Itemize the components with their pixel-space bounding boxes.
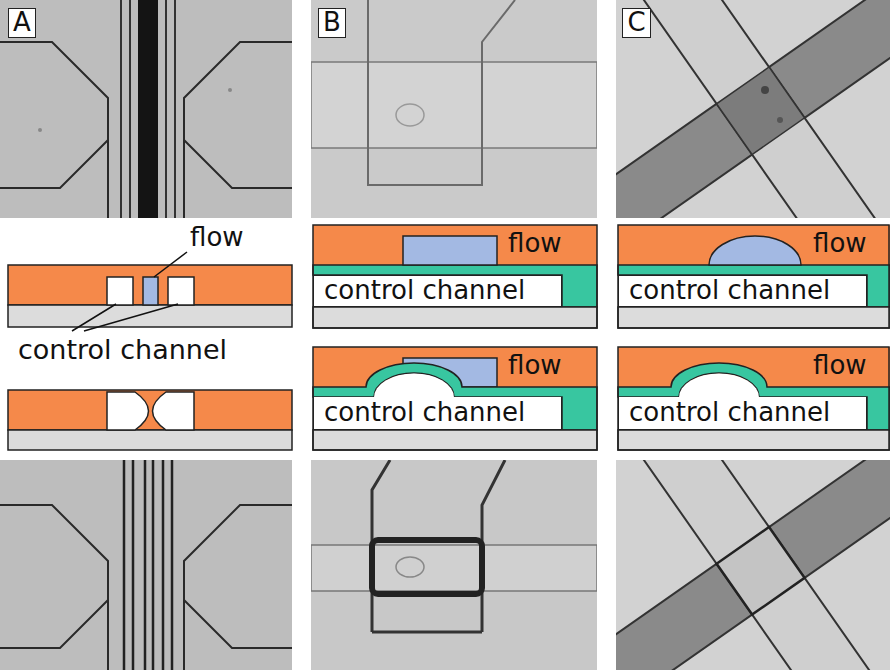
cross-section-closed-part [8, 430, 292, 450]
cross-section-open-part [618, 225, 890, 265]
cross-section-open [313, 225, 597, 328]
leader-line [72, 304, 178, 331]
micrograph-open-part [0, 42, 108, 218]
cross-section-closed-part [8, 390, 292, 430]
micrograph-open-part [368, 0, 515, 185]
cross-section-closed-part [313, 347, 597, 450]
cross-section-closed [8, 390, 292, 450]
cross-section-open-part [313, 307, 597, 328]
micrograph-open [0, 0, 292, 218]
micrograph-closed-part [0, 460, 292, 670]
control-channel: control channel [313, 397, 562, 430]
micrograph-closed-part [616, 460, 890, 670]
cross-section-closed-part [679, 374, 759, 398]
micrograph-open-part [616, 0, 890, 218]
flow-label: flow [508, 350, 562, 380]
panel-letter-box: B [318, 8, 346, 38]
cross-section-open-part [8, 305, 292, 327]
cross-section-open-part [709, 236, 801, 265]
flow-label: flow [813, 228, 867, 258]
micrograph-open-part [396, 104, 424, 126]
micrograph-open-part [38, 128, 42, 132]
cross-section-open-part [403, 236, 497, 265]
micrograph-closed-part [372, 460, 505, 632]
cross-section-open-part [107, 277, 133, 305]
cross-section-open-part [313, 225, 597, 328]
cross-section-closed-part [313, 430, 597, 450]
micrograph-closed-part-part [616, 460, 890, 670]
cross-section-open-part [313, 225, 597, 265]
micrograph-open-part [228, 88, 232, 92]
channel-label: control channel [324, 276, 561, 305]
flow-label: flow [508, 228, 562, 258]
micrograph-open-part [311, 62, 597, 148]
cross-section-open-part [618, 307, 890, 328]
micrograph-closed-part [0, 505, 108, 670]
micrograph-open [311, 0, 597, 218]
channel-label: control channel [324, 397, 561, 427]
panel-letter: A [9, 9, 35, 36]
micrograph-closed [616, 460, 890, 670]
cross-section-closed-part [374, 374, 454, 398]
panel-letter: C [623, 9, 650, 36]
cross-section-open-part [168, 277, 194, 305]
micrograph-closed-part-part [625, 460, 890, 670]
cross-section-open-part [618, 225, 889, 328]
cross-section-closed-part [107, 392, 149, 430]
control-channel-label: control channel [18, 334, 227, 365]
cross-section-open-part [143, 277, 158, 305]
micrograph-closed-part [184, 505, 292, 670]
micrograph-open-part [121, 0, 175, 218]
micrograph-closed [0, 460, 292, 670]
leader-line [154, 252, 187, 277]
cross-section-closed-part [618, 347, 889, 450]
cross-section-closed-part [153, 392, 195, 430]
micrograph-open-part [184, 42, 292, 218]
cross-section-open-part [618, 265, 890, 307]
cross-section-open [8, 252, 292, 331]
micrograph-closed [311, 460, 597, 670]
flow-label: flow [190, 222, 244, 252]
micrograph-open-part [777, 117, 783, 123]
control-channel: control channel [618, 397, 867, 430]
cross-section-closed [313, 347, 597, 450]
micrograph-open-part-part [625, 0, 890, 218]
panel-letter-box: A [8, 8, 36, 38]
micrograph-open-part [761, 86, 769, 94]
micrograph-closed-part [372, 540, 482, 594]
micrograph-open-part [0, 0, 292, 218]
micrograph-open-part [311, 0, 597, 218]
panel-letter-box: C [622, 8, 651, 38]
micrograph-open [616, 0, 890, 218]
micrograph-closed-part [311, 460, 597, 670]
control-channel: control channel [618, 275, 867, 307]
flow-label: flow [813, 350, 867, 380]
micrograph-closed-part [124, 460, 172, 670]
micrograph-open-part [138, 0, 158, 218]
micrograph-closed-part [396, 557, 424, 577]
cross-section-open [618, 225, 890, 328]
control-channel: control channel [313, 275, 562, 307]
channel-label: control channel [629, 397, 866, 427]
cross-section-closed-part [618, 430, 890, 450]
cross-section-open-part [313, 265, 597, 307]
cross-section-open-part [8, 265, 292, 305]
micrograph-open-part-part [717, 67, 805, 154]
micrograph-closed-part-part [717, 527, 805, 614]
cross-section-closed [618, 347, 890, 450]
panel-letter: B [319, 9, 345, 36]
channel-label: control channel [629, 276, 866, 305]
micrograph-closed-part [311, 545, 597, 591]
